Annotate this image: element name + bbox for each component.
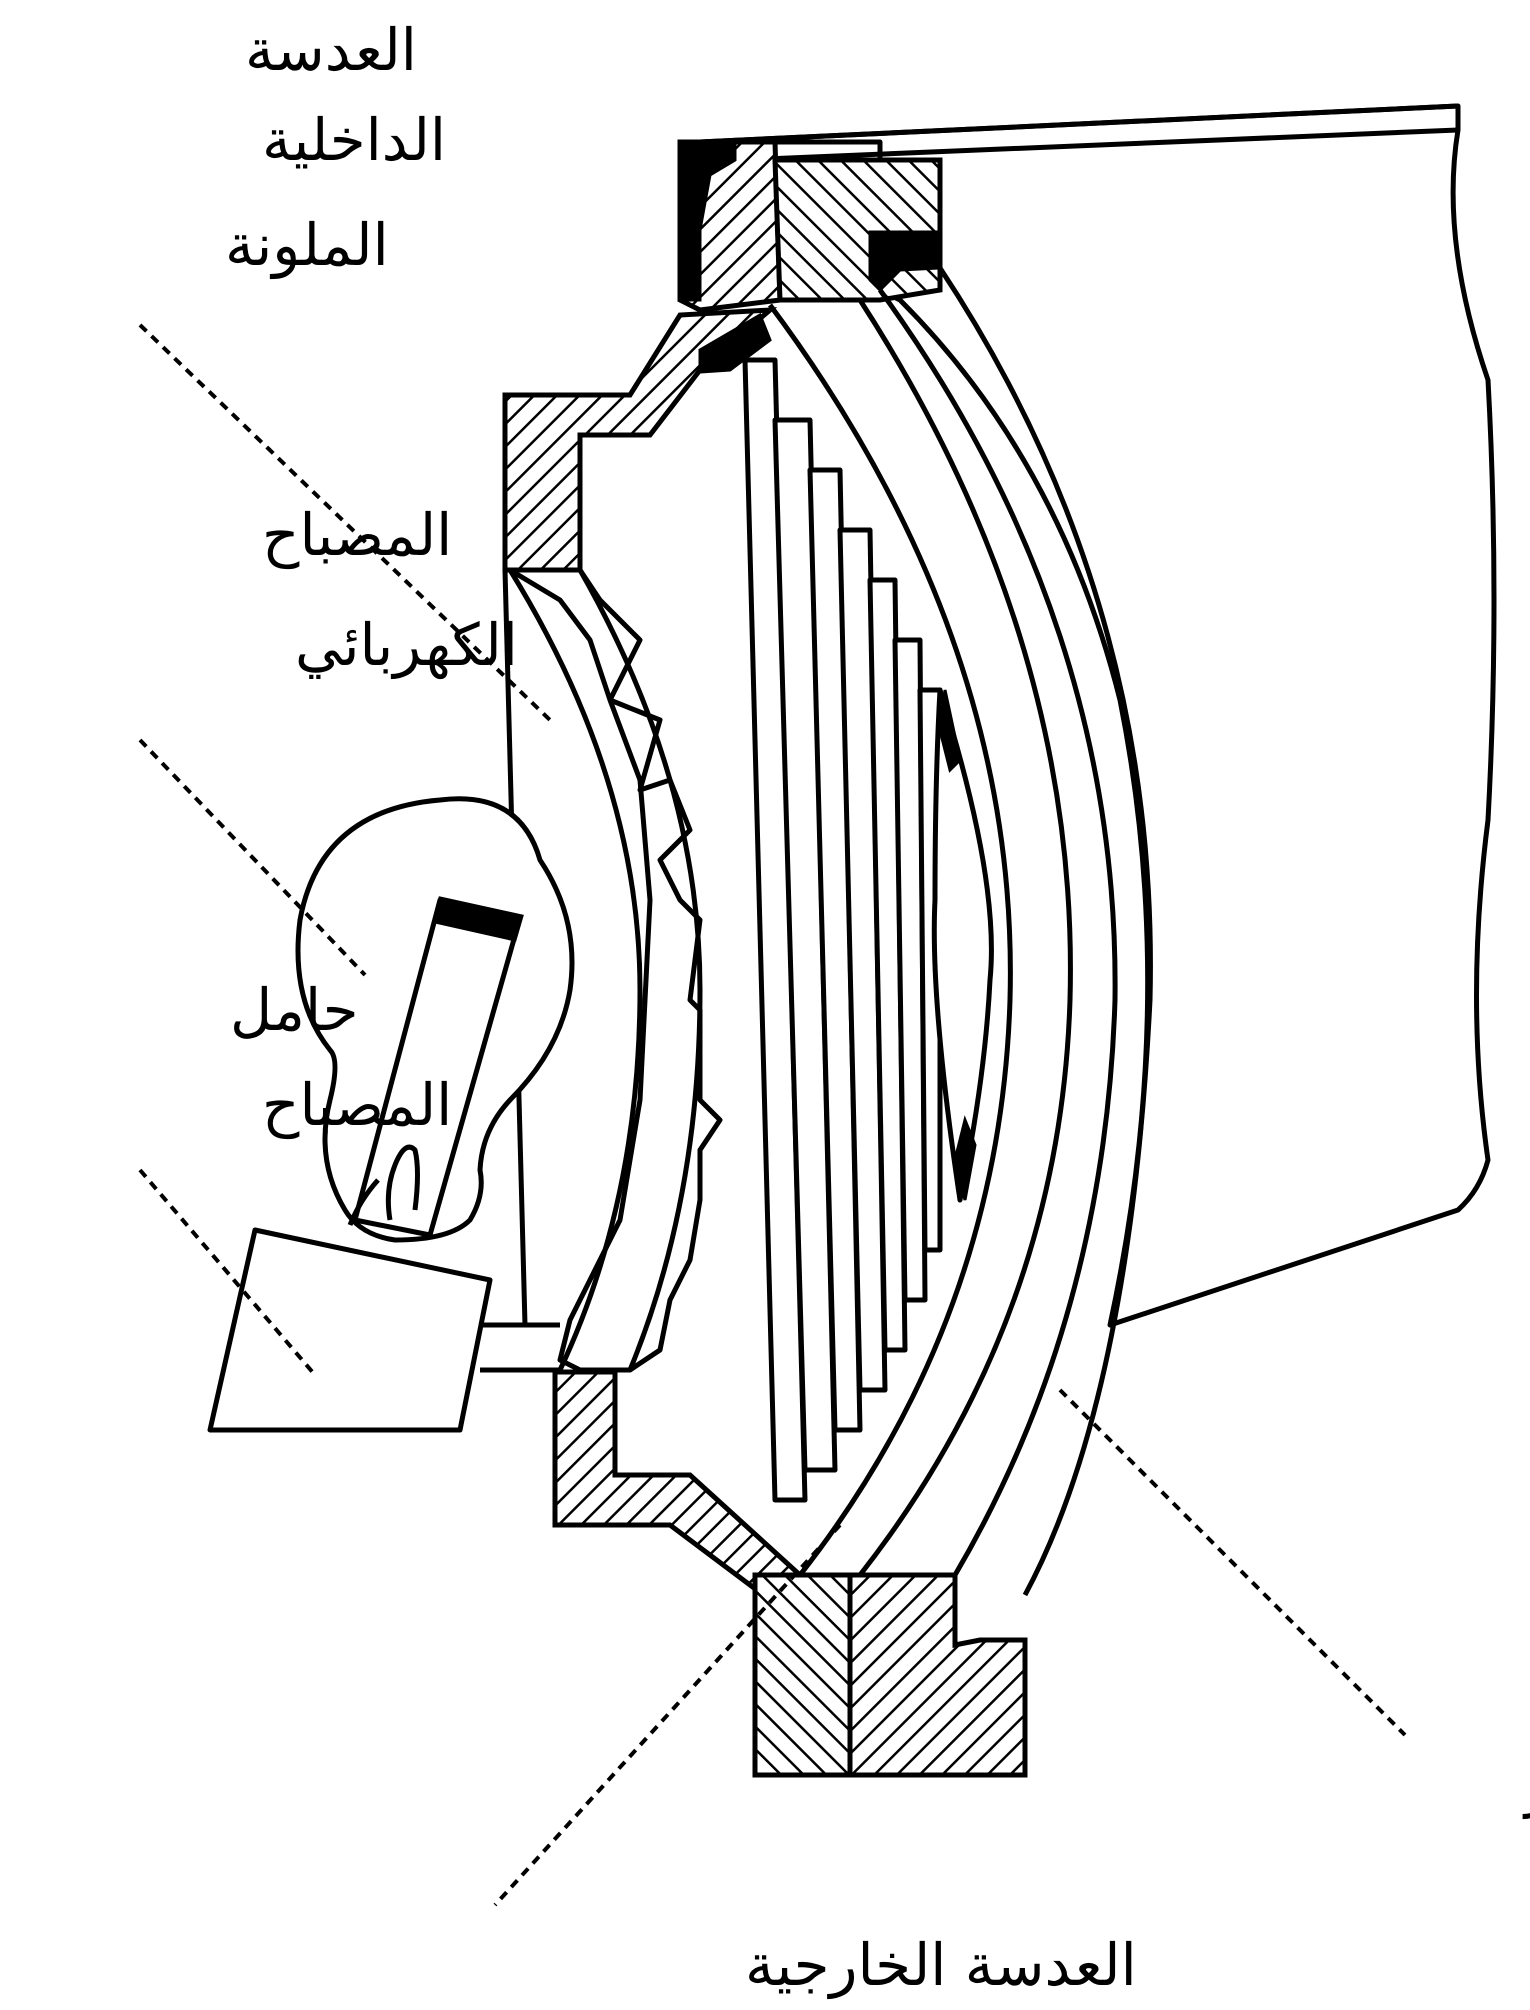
diffuser <box>767 266 1153 1597</box>
label-inner-lens-1: العدسة <box>245 16 417 84</box>
outer-lens <box>507 567 723 1373</box>
label-outer-lens: العدسة الخارجية <box>745 1931 1137 2000</box>
labels: العدسة الداخلية الملونة المصباح الكهربائ… <box>225 16 1530 2000</box>
leader-outer-lens <box>493 1523 842 1907</box>
bottom-bezel <box>752 1572 1028 1778</box>
leader-lamp-holder <box>138 1168 317 1377</box>
label-inner-lens-3: الملونة <box>225 211 389 280</box>
lamp-bulb <box>295 796 575 1243</box>
frame-lower <box>552 1369 804 1604</box>
label-inner-lens-2: الداخلية <box>262 106 446 174</box>
label-lamp-holder-2: المصباح <box>262 1071 452 1140</box>
label-lamp-holder-1: حامل <box>230 976 359 1044</box>
housing-body <box>697 103 1497 1328</box>
leader-lamp <box>138 738 367 977</box>
diffuser-plates <box>742 357 943 1503</box>
inner-colored-lens <box>931 687 994 1203</box>
leader-diffuser <box>1058 1388 1407 1737</box>
top-bezel <box>677 139 943 313</box>
lamp-holder <box>207 1227 493 1433</box>
label-lamp-1: المصباح <box>262 501 452 570</box>
leader-lines <box>138 323 1407 1907</box>
frame-upper <box>502 307 778 573</box>
label-lamp-2: الكهربائي <box>295 611 518 680</box>
label-diffuser: ناثر <box>1522 1751 1530 1820</box>
